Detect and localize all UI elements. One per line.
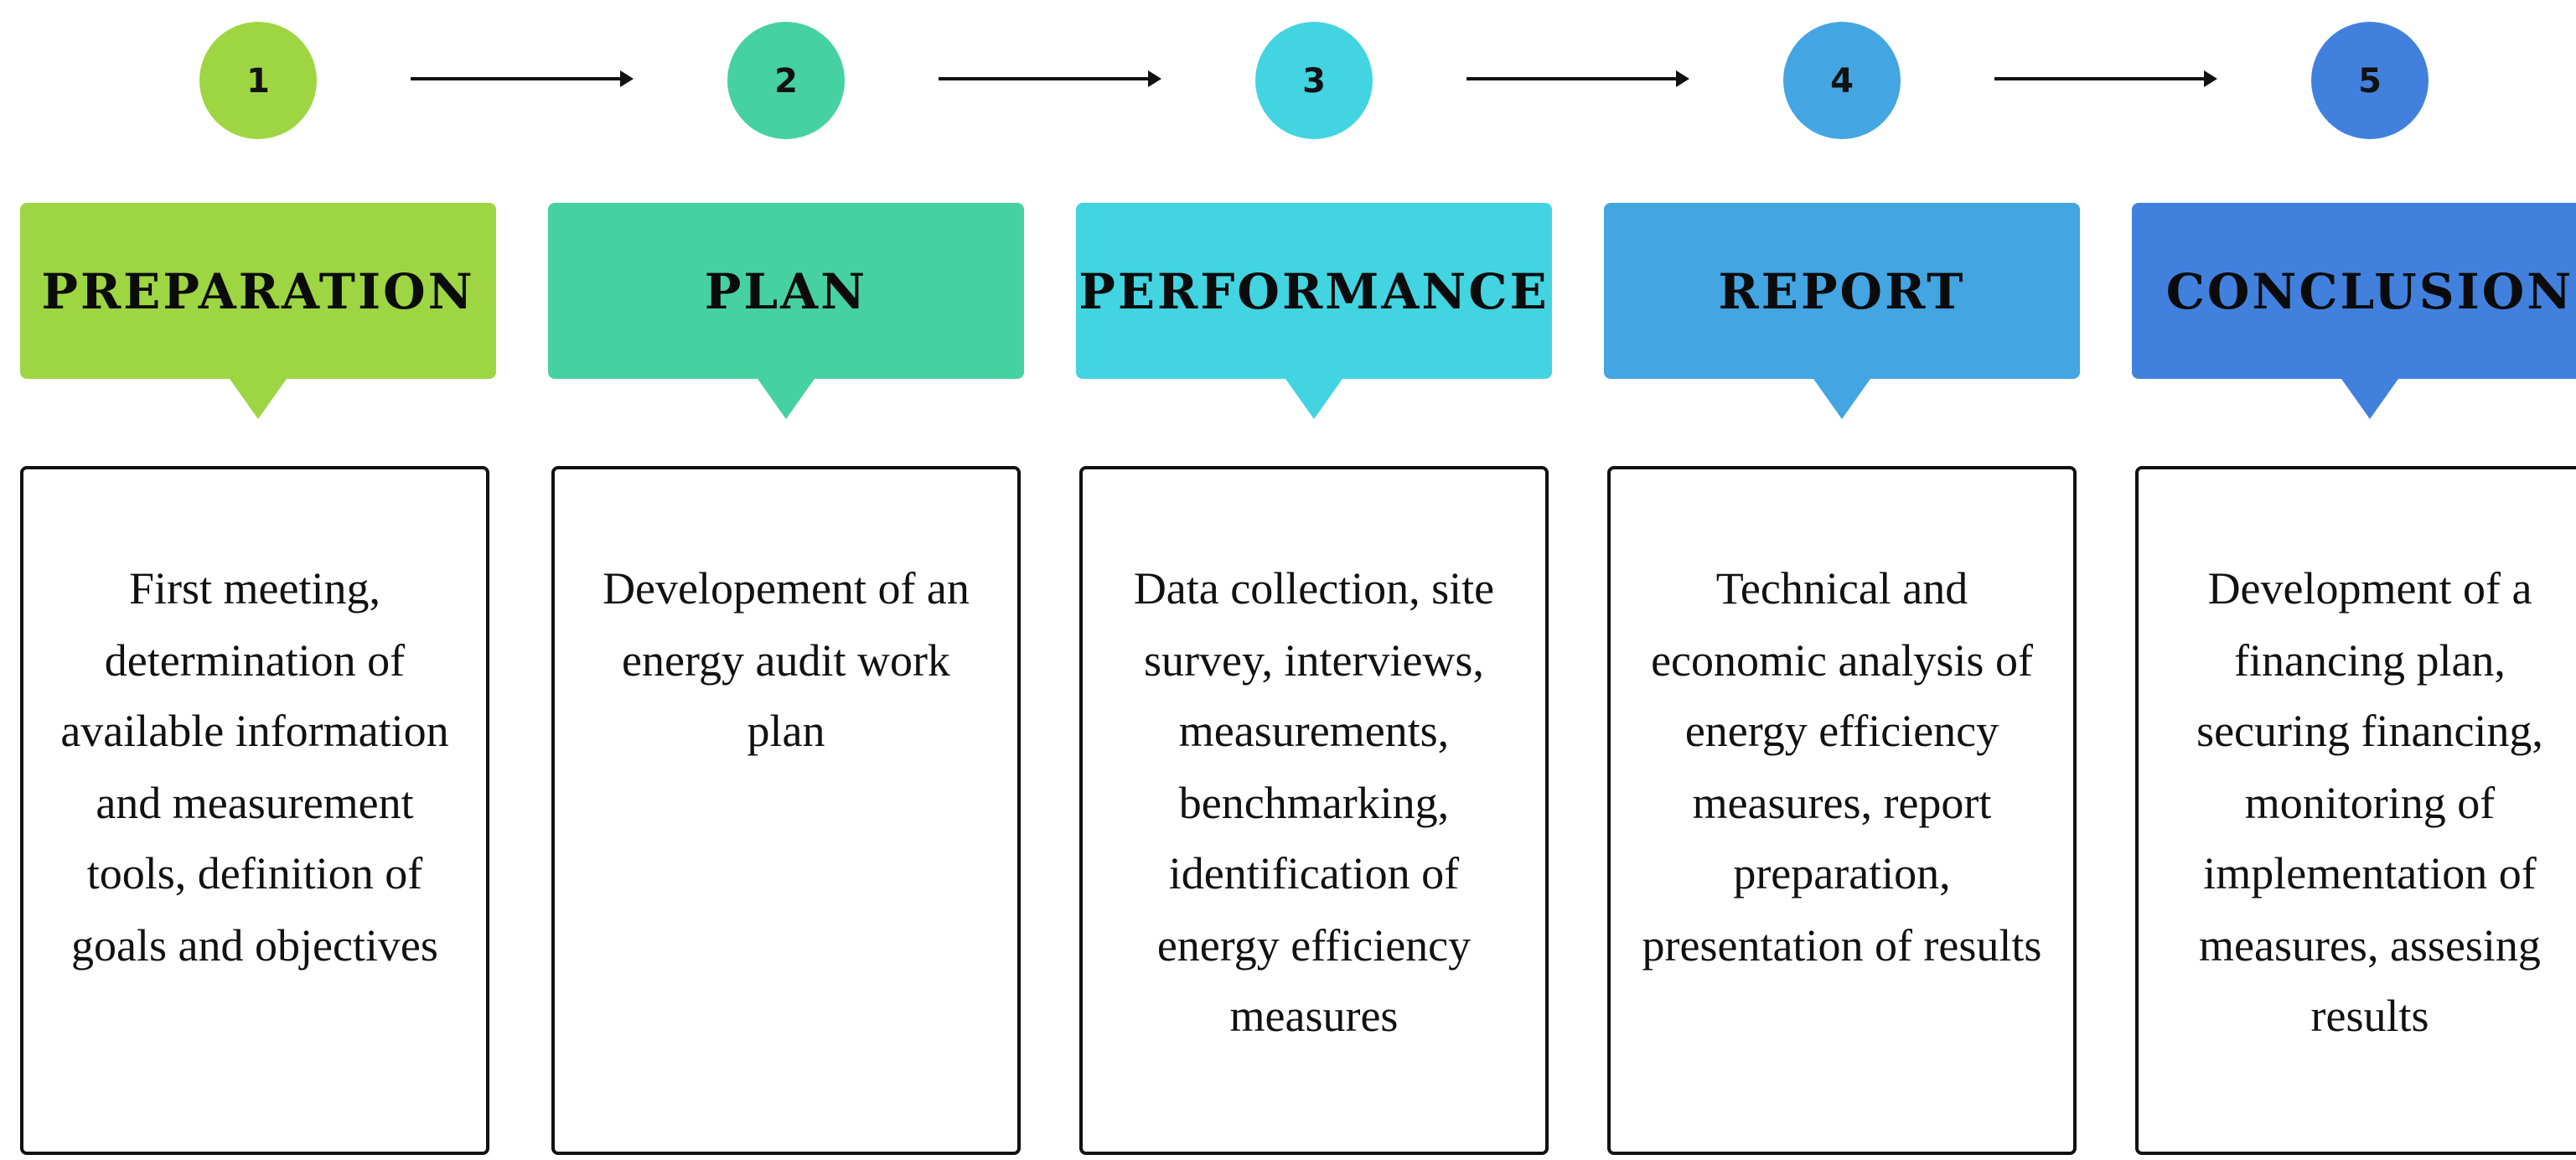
step-5-description-box: Development of a financing plan, securin… [2135,466,2576,1155]
step-5-header: CONCLUSION [2132,203,2576,419]
step-4-description-box: Technical and economic analysis of energ… [1607,466,2077,1155]
step-1-description-box: First meeting, determination of availabl… [20,466,489,1155]
step-5-title: CONCLUSION [2165,262,2574,319]
step-1-title: PREPARATION [41,262,475,319]
step-2-header: PLAN [548,203,1024,419]
step-5-number: 5 [2358,60,2382,101]
step-3-header: PERFORMANCE [1076,203,1552,419]
step-3-number-circle: 3 [1255,22,1373,139]
step-4-number: 4 [1830,60,1854,101]
step-2-number: 2 [774,60,798,101]
step-2-title: PLAN [704,262,868,319]
step-2-number-circle: 2 [727,22,845,139]
step-5-number-circle: 5 [2311,22,2429,139]
step-1-number-circle: 1 [199,22,317,139]
step-3-description: Data collection, site survey, interviews… [1133,563,1495,1041]
step-3-title: PERFORMANCE [1079,262,1549,319]
step-1-description: First meeting, determination of availabl… [60,563,449,970]
arrow-4-to-5 [1994,70,2217,87]
arrow-2-to-3 [939,70,1161,87]
step-1-header: PREPARATION [20,203,496,419]
step-4-header: REPORT [1604,203,2080,419]
step-1-number: 1 [246,60,270,101]
step-3-number: 3 [1302,60,1326,101]
step-2-description: Developement of an energy audit work pla… [603,563,970,756]
step-4-description: Technical and economic analysis of energ… [1642,563,2042,970]
arrow-3-to-4 [1466,70,1689,87]
step-4-title: REPORT [1718,262,1966,319]
step-5-description: Development of a financing plan, securin… [2196,563,2543,1041]
step-4-number-circle: 4 [1783,22,1901,139]
step-2-description-box: Developement of an energy audit work pla… [551,466,1021,1155]
arrow-1-to-2 [411,70,634,87]
step-3-description-box: Data collection, site survey, interviews… [1079,466,1549,1155]
